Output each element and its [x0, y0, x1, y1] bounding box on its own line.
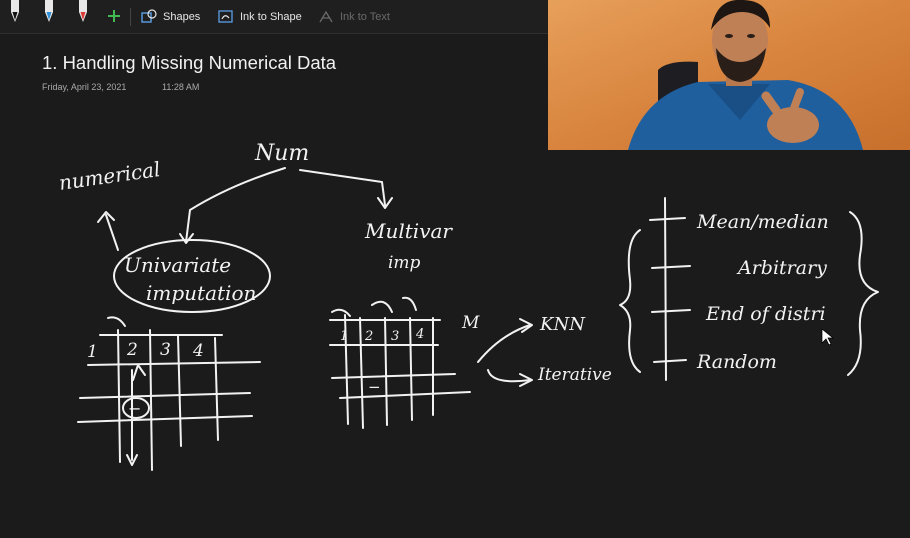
ink-arrowhead: [179, 233, 194, 244]
ink-text-m: M: [461, 313, 480, 333]
ink-text-knn: KNN: [539, 314, 586, 335]
ink-text-m-col3: 3: [391, 329, 399, 344]
ink-text-iterative: Iterative: [537, 365, 612, 385]
ink-to-shape-icon: [218, 10, 233, 23]
presenter-video: [548, 0, 910, 150]
mouse-cursor-icon: [821, 328, 834, 346]
ink-arrow-to-multivariate: [299, 169, 386, 206]
ink-left-brace: [619, 229, 641, 373]
ink-text-arbitrary: Arbitrary: [736, 257, 827, 279]
ink-text-imputation: imputation: [146, 281, 256, 305]
ink-text-univariate: Univariate: [124, 253, 231, 277]
ink-text-m-col2: 2: [364, 329, 373, 344]
page-title: 1. Handling Missing Numerical Data: [42, 52, 337, 73]
ink-text-u-col4: 4: [192, 341, 204, 361]
ink-text-missing-u: −: [128, 399, 141, 418]
ink-right-brace: [847, 211, 879, 376]
ink-text-imp: imp: [388, 253, 421, 273]
toolbar-separator: [130, 8, 131, 26]
ink-to-text-icon: [319, 10, 333, 23]
ink-text-random: Random: [696, 351, 777, 373]
ink-arrow-to-univariate: [185, 167, 286, 243]
ink-univariate-grid: [77, 316, 261, 471]
ink-to-text-button[interactable]: Ink to Text: [318, 7, 390, 27]
ink-univariate-circle: [113, 239, 271, 313]
ink-vertical-line: [664, 197, 667, 381]
ink-text-num: Num: [254, 141, 309, 166]
ink-multivariate-grid: [329, 296, 471, 429]
ink-arrow-to-iterative: [487, 369, 531, 383]
ink-text-m-col4: 4: [415, 327, 424, 342]
webcam-overlay: [548, 0, 910, 150]
ink-text-mean-median: Mean/median: [696, 211, 829, 233]
ink-arrowhead: [97, 211, 115, 223]
ink-arrow-to-numerical: [105, 214, 119, 251]
ink-text-multivar: Multivar: [364, 219, 453, 243]
shapes-icon: [141, 9, 157, 23]
ribbon-toolbar: Shapes Ink to Shape Ink to Text: [0, 0, 548, 34]
ink-arrowhead: [377, 197, 393, 209]
ink-text-m-col1: 1: [340, 329, 348, 344]
page-date: Friday, April 23, 2021: [42, 82, 127, 92]
shapes-button[interactable]: Shapes: [141, 7, 200, 27]
ink-text-missing-m: −: [368, 378, 381, 396]
add-pen-icon[interactable]: [107, 9, 121, 23]
ink-text-u-col2: 2: [126, 340, 138, 360]
black-pen-icon[interactable]: [8, 0, 22, 24]
ink-to-shape-button[interactable]: Ink to Shape: [218, 7, 302, 27]
blue-pen-icon[interactable]: [42, 0, 56, 24]
page-time: 11:28 AM: [162, 82, 200, 92]
ink-text-u-col3: 3: [160, 340, 171, 360]
ink-text-end-of-distri: End of distri: [705, 303, 826, 325]
ink-arrow-to-knn: [477, 324, 531, 363]
ink-text-u-col1: 1: [87, 342, 98, 362]
ink-text-numerical: numerical: [57, 157, 161, 195]
red-pen-icon[interactable]: [76, 0, 90, 24]
